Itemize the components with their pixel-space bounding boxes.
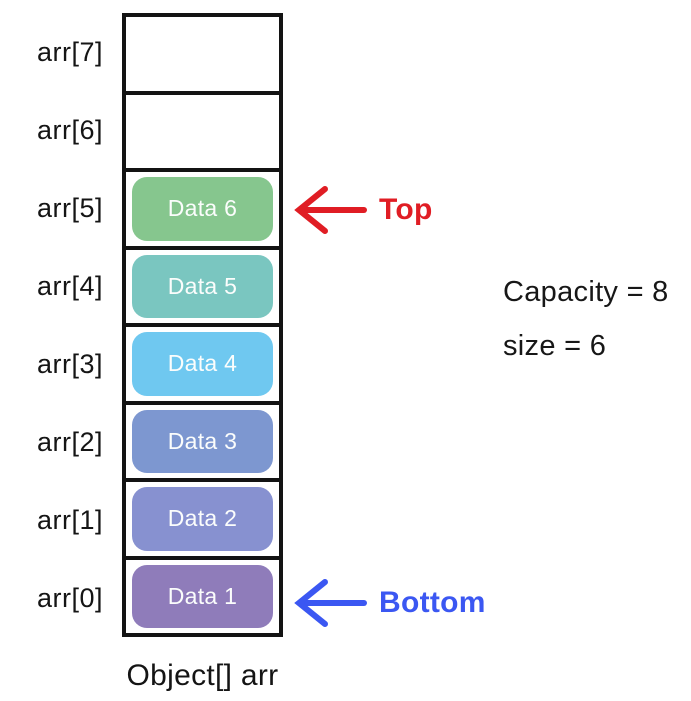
- array-grid: Data 6 Data 5 Data 4 Data 3 Data 2 Data …: [122, 13, 283, 637]
- index-label-arr2: arr[2]: [36, 426, 103, 457]
- index-label-arr4: arr[4]: [36, 270, 103, 301]
- stack-item-data4: Data 4: [132, 332, 273, 396]
- stack-item-data3: Data 3: [132, 409, 273, 473]
- index-label-arr6: arr[6]: [36, 114, 103, 145]
- array-cell-2: Data 3: [126, 405, 279, 482]
- bottom-pointer-label: Bottom: [379, 586, 486, 619]
- index-label-column: arr[7] arr[6] arr[5] arr[4] arr[3] arr[2…: [8, 13, 103, 637]
- array-cell-4: Data 5: [126, 250, 279, 327]
- top-pointer-label: Top: [379, 193, 433, 226]
- stack-item-data2: Data 2: [132, 487, 273, 551]
- index-label-arr3: arr[3]: [36, 348, 103, 379]
- index-label-arr7: arr[7]: [36, 36, 103, 67]
- index-label-arr0: arr[0]: [36, 582, 103, 613]
- left-arrow-icon: [294, 579, 367, 627]
- left-arrow-icon: [294, 186, 367, 234]
- array-cell-5: Data 6: [126, 172, 279, 250]
- array-cell-1: Data 2: [126, 482, 279, 560]
- stack-item-data6: Data 6: [132, 177, 273, 241]
- stack-item-data1: Data 1: [132, 564, 273, 628]
- bottom-pointer: Bottom: [291, 576, 486, 630]
- array-cell-3: Data 4: [126, 327, 279, 405]
- stats-block: Capacity = 8 size = 6: [503, 276, 669, 363]
- stack-item-data5: Data 5: [132, 254, 273, 318]
- index-label-arr1: arr[1]: [36, 504, 103, 535]
- array-caption: Object[] arr: [126, 659, 279, 692]
- top-pointer: Top: [291, 183, 433, 237]
- array-cell-7: [126, 17, 279, 95]
- array-cell-6: [126, 95, 279, 172]
- capacity-text: Capacity = 8: [503, 276, 669, 308]
- array-cell-0: Data 1: [126, 560, 279, 634]
- size-text: size = 6: [503, 330, 607, 362]
- index-label-arr5: arr[5]: [36, 192, 103, 223]
